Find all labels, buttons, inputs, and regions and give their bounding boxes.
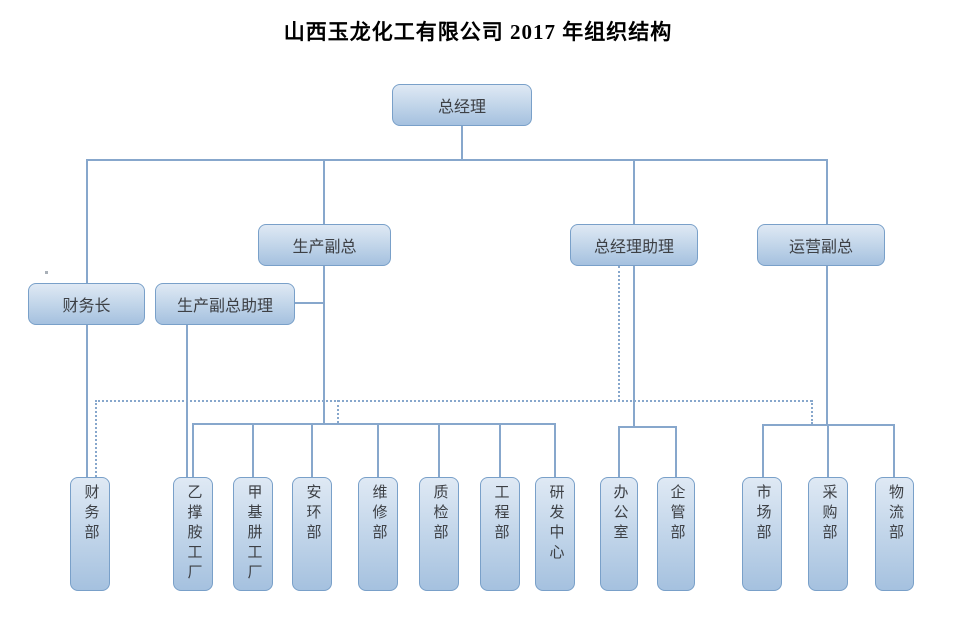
node-label: 总经理助理 (593, 239, 674, 256)
dotted-edge-to-production-bus (337, 400, 339, 423)
node-finance-dept: 财务部 (70, 477, 110, 591)
edge-gm-stem (461, 126, 463, 160)
node-purchasing-dept: 采购部 (808, 477, 848, 591)
node-general-manager: 总经理 (392, 84, 532, 126)
node-maintenance-dept: 维修部 (358, 477, 398, 591)
node-label: 采购部 (820, 484, 837, 544)
node-enterprise-mgmt-dept: 企管部 (657, 477, 695, 591)
node-operations-vp: 运营副总 (757, 224, 885, 266)
edge-drop-methylhydrazine (252, 423, 254, 477)
edge-gm-assistant-stem (633, 266, 635, 426)
node-production-vp: 生产副总 (258, 224, 391, 266)
edge-gm-assistant-bus (618, 426, 676, 428)
node-label: 运营副总 (788, 239, 853, 256)
node-label: 办公室 (611, 484, 628, 544)
edge-level2-bus (86, 159, 827, 161)
node-label: 研发中心 (547, 484, 564, 564)
edge-drop-quality (438, 423, 440, 477)
node-quality-dept: 质检部 (419, 477, 459, 591)
dotted-edge-horizontal-bus (95, 400, 812, 402)
dotted-edge-to-operations-bus (811, 400, 813, 424)
node-office: 办公室 (600, 477, 638, 591)
edge-drop-logistics (893, 424, 895, 477)
node-methylhydrazine-plant: 甲基肼工厂 (233, 477, 273, 591)
node-label: 企管部 (668, 484, 685, 544)
edge-production-vp-assistant-link (295, 302, 324, 304)
node-cfo: 财务长 (28, 283, 145, 325)
node-safety-env-dept: 安环部 (292, 477, 332, 591)
dotted-edge-to-finance (95, 400, 97, 477)
dotted-edge-gm-assistant-down (618, 266, 620, 401)
edge-operations-vp-stem (826, 266, 828, 424)
node-ethyleneamine-plant: 乙撑胺工厂 (173, 477, 213, 591)
edge-drop-operations-vp (826, 159, 828, 224)
node-label: 质检部 (431, 484, 448, 544)
node-rd-center: 研发中心 (535, 477, 575, 591)
node-marketing-dept: 市场部 (742, 477, 782, 591)
edge-drop-maintenance (377, 423, 379, 477)
node-label: 生产副总助理 (176, 298, 273, 315)
node-label: 财务部 (82, 484, 99, 544)
edge-operations-bus (762, 424, 895, 426)
node-label: 总经理 (437, 99, 486, 116)
edge-drop-purchasing (827, 424, 829, 477)
edge-drop-safety-env (311, 423, 313, 477)
edge-drop-engineering (499, 423, 501, 477)
node-label: 工程部 (492, 484, 509, 544)
node-label: 市场部 (754, 484, 771, 544)
edge-drop-office (618, 426, 620, 477)
node-label: 生产副总 (292, 239, 357, 256)
stray-mark (45, 271, 48, 274)
chart-title: 山西玉龙化工有限公司 2017 年组织结构 (283, 20, 673, 44)
node-logistics-dept: 物流部 (875, 477, 914, 591)
edge-drop-gm-assistant (633, 159, 635, 224)
node-engineering-dept: 工程部 (480, 477, 520, 591)
edge-production-bus (192, 423, 555, 425)
edge-drop-ethyleneamine (192, 423, 194, 477)
node-label: 安环部 (304, 484, 321, 544)
node-label: 甲基肼工厂 (245, 484, 262, 584)
node-label: 乙撑胺工厂 (185, 484, 202, 584)
node-label: 维修部 (370, 484, 387, 544)
node-label: 财务长 (62, 298, 111, 315)
edge-drop-production-vp (323, 159, 325, 224)
edge-drop-rd-center (554, 423, 556, 477)
edge-drop-marketing (762, 424, 764, 477)
edge-drop-enterprise-mgmt (675, 426, 677, 477)
node-production-vp-assistant: 生产副总助理 (155, 283, 295, 325)
edge-cfo-to-finance (86, 325, 88, 477)
node-gm-assistant: 总经理助理 (570, 224, 698, 266)
edge-production-vp-stem (323, 266, 325, 423)
node-label: 物流部 (887, 484, 903, 544)
edge-drop-cfo (86, 159, 88, 283)
